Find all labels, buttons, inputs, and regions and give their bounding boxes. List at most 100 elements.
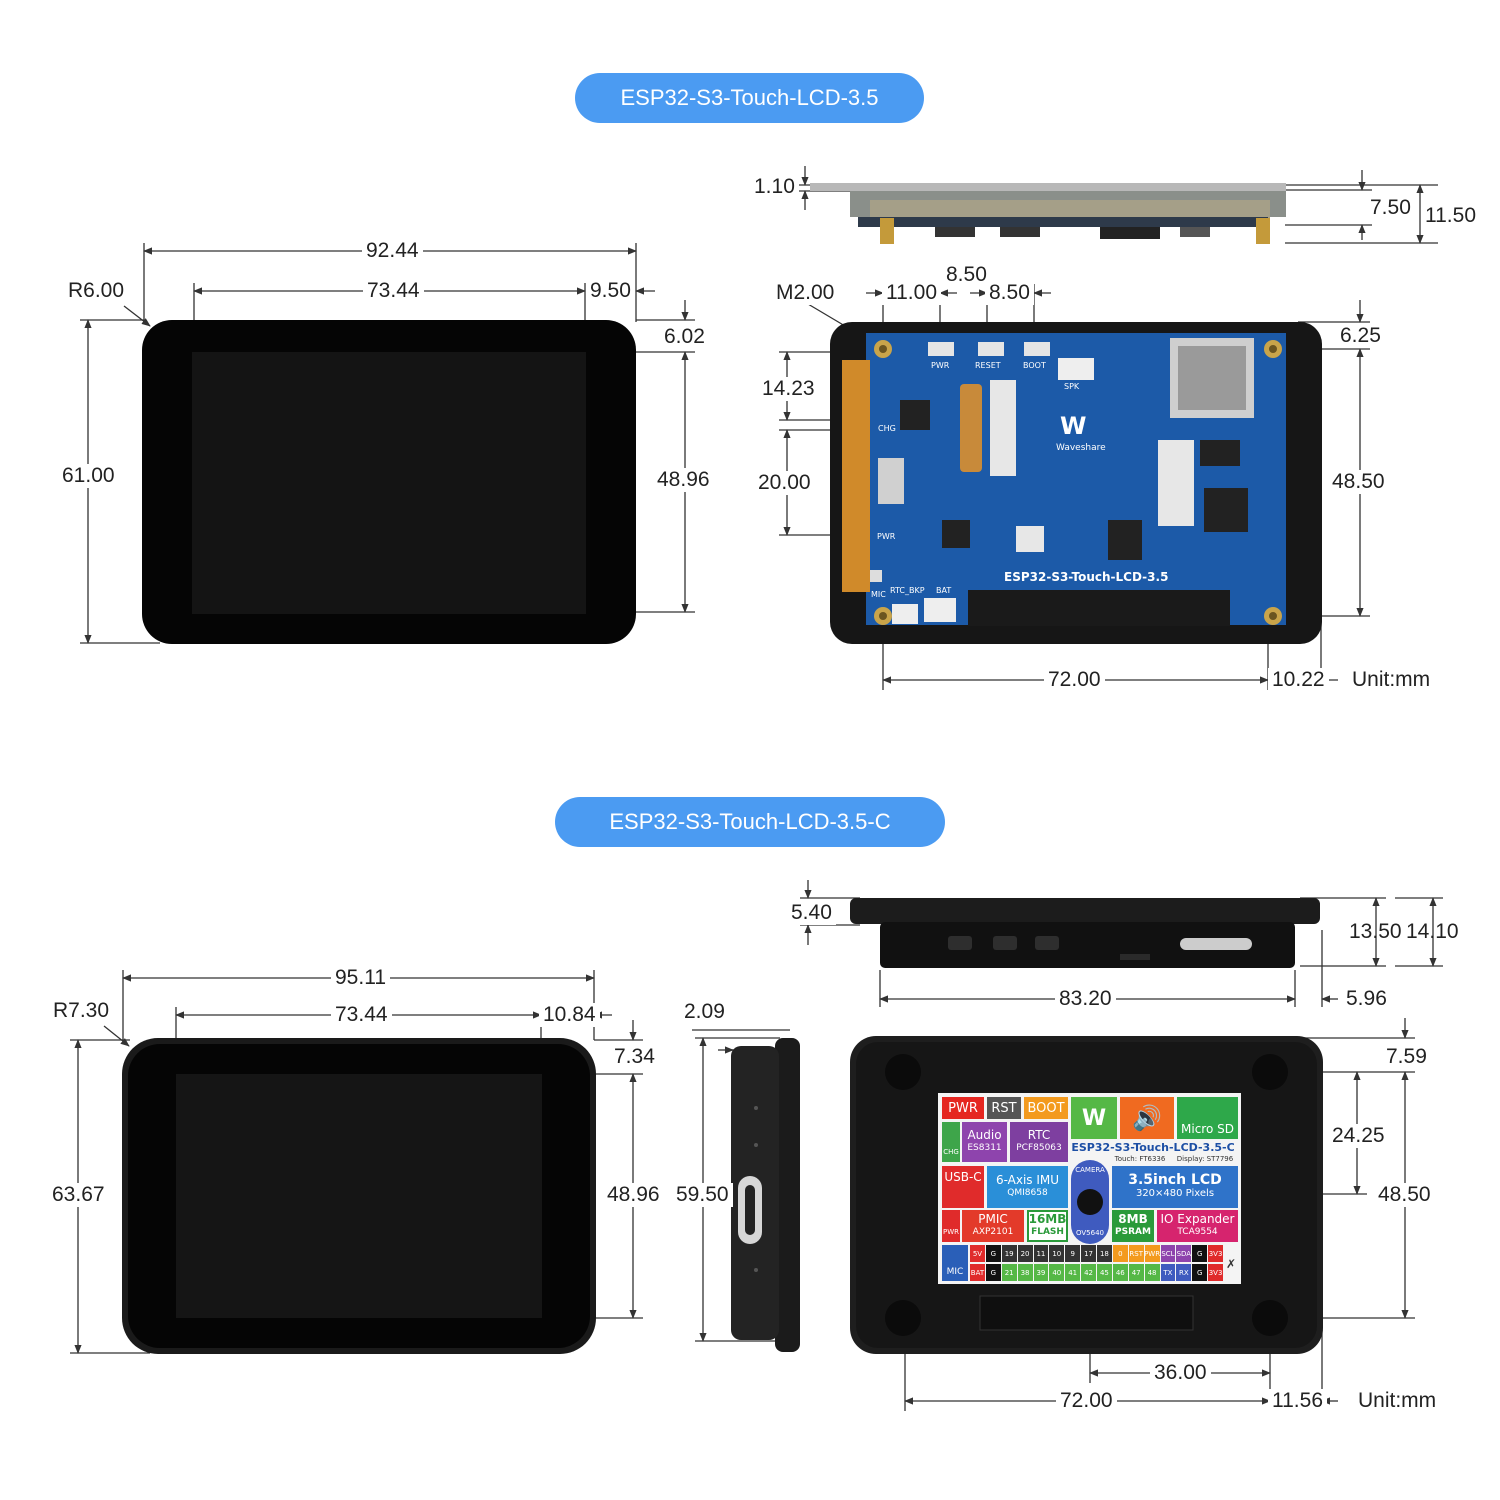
sticker-title: ESP32-S3-Touch-LCD-3.5-C — [1071, 1141, 1235, 1154]
pin-label: 38 — [1017, 1264, 1033, 1281]
pin-label: 17 — [1081, 1245, 1096, 1262]
dim-top-back-hole-top: 6.25 — [1336, 324, 1385, 348]
pin-label: G — [1192, 1245, 1208, 1262]
dim-top-side-body: 7.50 — [1366, 196, 1415, 220]
pin-label: 20 — [1017, 1245, 1033, 1262]
dim-bottom-back-v1: 24.25 — [1328, 1124, 1389, 1148]
chip-mic: MIC — [942, 1245, 968, 1281]
dim-bottom-front-active-height: 48.96 — [603, 1183, 664, 1207]
silk-spk: SPK — [1064, 382, 1080, 391]
silk-pwr2: PWR — [877, 532, 896, 541]
camera-ov: OV5640 — [1076, 1229, 1104, 1237]
pwr-key — [948, 936, 972, 950]
pin-label: 3V3 — [1208, 1264, 1223, 1281]
pin-label: 42 — [1081, 1264, 1096, 1281]
io-label: IO Expander — [1160, 1212, 1235, 1226]
pin-label: RST — [1128, 1245, 1144, 1262]
camera-lens-icon — [1077, 1189, 1103, 1215]
io-ic: TCA9554 — [1177, 1227, 1218, 1237]
pin-label: 47 — [1128, 1264, 1144, 1281]
dim-bottom-top-total: 14.10 — [1406, 920, 1459, 943]
speaker-icon: 🔊 — [1120, 1097, 1174, 1139]
dim-bottom-side-thickness: 2.09 — [680, 1000, 729, 1024]
silk-pwr: PWR — [931, 361, 950, 370]
dim-top-front-height: 61.00 — [58, 464, 119, 488]
psram-label: 8MB — [1118, 1212, 1148, 1226]
dim-top-front-top: 6.02 — [660, 325, 709, 349]
flash-label: 16MB — [1028, 1212, 1067, 1226]
dim-top-side-total: 11.50 — [1425, 204, 1476, 227]
silk-rtc: RTC_BKP — [890, 586, 925, 595]
pin-label: 5V — [970, 1245, 985, 1262]
silk-bat: BAT — [936, 586, 952, 595]
pin-label: G — [1192, 1264, 1208, 1281]
pin-label: G — [985, 1264, 1001, 1281]
unit-top: Unit:mm — [1352, 668, 1431, 691]
dim-top-back-boot: 8.50 — [985, 281, 1034, 305]
dim-bottom-front-height: 63.67 — [48, 1183, 109, 1207]
dim-bottom-back-right: 11.56 — [1268, 1389, 1327, 1413]
psram-sub: PSRAM — [1115, 1227, 1151, 1237]
imu-ic: QMI8658 — [1007, 1188, 1048, 1198]
dim-bottom-back-hole-top: 7.59 — [1382, 1045, 1431, 1069]
silk-board-name: ESP32-S3-Touch-LCD-3.5 — [1004, 570, 1169, 584]
silk-mic: MIC — [871, 590, 886, 599]
waveshare-logo-icon: W — [1060, 412, 1087, 440]
title-pill-top: ESP32-S3-Touch-LCD-3.5 — [575, 73, 924, 123]
dim-bottom-top-width: 83.20 — [1055, 987, 1116, 1011]
dim-top-back-pwr: 11.00 — [882, 281, 941, 305]
unit-bottom: Unit:mm — [1358, 1389, 1437, 1412]
imu-label: 6-Axis IMU — [995, 1173, 1060, 1187]
dim-top-back-hole: M2.00 — [772, 281, 839, 305]
rst-key — [993, 936, 1017, 950]
dim-bottom-front-active-width: 73.44 — [331, 1003, 392, 1027]
dim-top-front-active-width: 73.44 — [363, 279, 424, 303]
dim-bottom-front-width: 95.11 — [331, 966, 390, 990]
dim-top-front-active-height: 48.96 — [653, 468, 714, 492]
pin-label: 46 — [1112, 1264, 1128, 1281]
dim-top-front-radius: R6.00 — [64, 279, 129, 303]
dim-top-back-usb-span: 20.00 — [754, 471, 815, 495]
title-bottom: ESP32-S3-Touch-LCD-3.5-C — [609, 809, 891, 834]
dim-top-back-right: 10.22 — [1268, 668, 1329, 692]
flash-sub: FLASH — [1031, 1227, 1064, 1237]
gpio-header-bottom — [979, 1295, 1194, 1331]
pin-label: 45 — [1097, 1264, 1112, 1281]
pin-label: BAT — [970, 1264, 985, 1281]
pin-label: 0 — [1112, 1245, 1128, 1262]
pin-label: 21 — [1001, 1264, 1017, 1281]
lcd-label: 3.5inch LCD — [1128, 1172, 1222, 1188]
dim-top-back-usb-offset: 14.23 — [758, 377, 819, 401]
dim-top-back-hspacing: 72.00 — [1044, 668, 1105, 692]
pin-label: 18 — [1097, 1245, 1112, 1262]
lcd-res: 320×480 Pixels — [1135, 1188, 1215, 1199]
pmic-ic: AXP2101 — [972, 1227, 1014, 1237]
pin-label: 39 — [1033, 1264, 1049, 1281]
title-pill-bottom: ESP32-S3-Touch-LCD-3.5-C — [555, 797, 945, 847]
pin-label: PWR — [1144, 1245, 1160, 1262]
chip-microsd: Micro SD — [1177, 1097, 1238, 1139]
camera-label: CAMERA — [1075, 1166, 1105, 1174]
audio-label: Audio — [967, 1128, 1002, 1142]
pin-label: SDA — [1176, 1245, 1192, 1262]
chip-chg: CHG — [942, 1122, 960, 1162]
usbc-label: USB-C — [944, 1170, 982, 1184]
back-board-top — [830, 322, 1322, 644]
pin-label: 9 — [1065, 1245, 1081, 1262]
front-active-area-bottom — [176, 1074, 542, 1318]
dim-bottom-side-height: 59.50 — [672, 1183, 733, 1207]
fpc-cable — [842, 360, 870, 592]
silk-boot: BOOT — [1023, 361, 1046, 370]
chip-boot: BOOT — [1024, 1097, 1068, 1119]
boot-key — [1035, 936, 1059, 950]
pin-label: 10 — [1049, 1245, 1065, 1262]
gpio-header — [968, 590, 1230, 626]
top-view-bottom — [850, 898, 1320, 968]
silk-brand: Waveshare — [1056, 443, 1106, 453]
chip-rst: RST — [987, 1097, 1021, 1119]
chip-camera: CAMERA OV5640 — [1071, 1160, 1109, 1244]
